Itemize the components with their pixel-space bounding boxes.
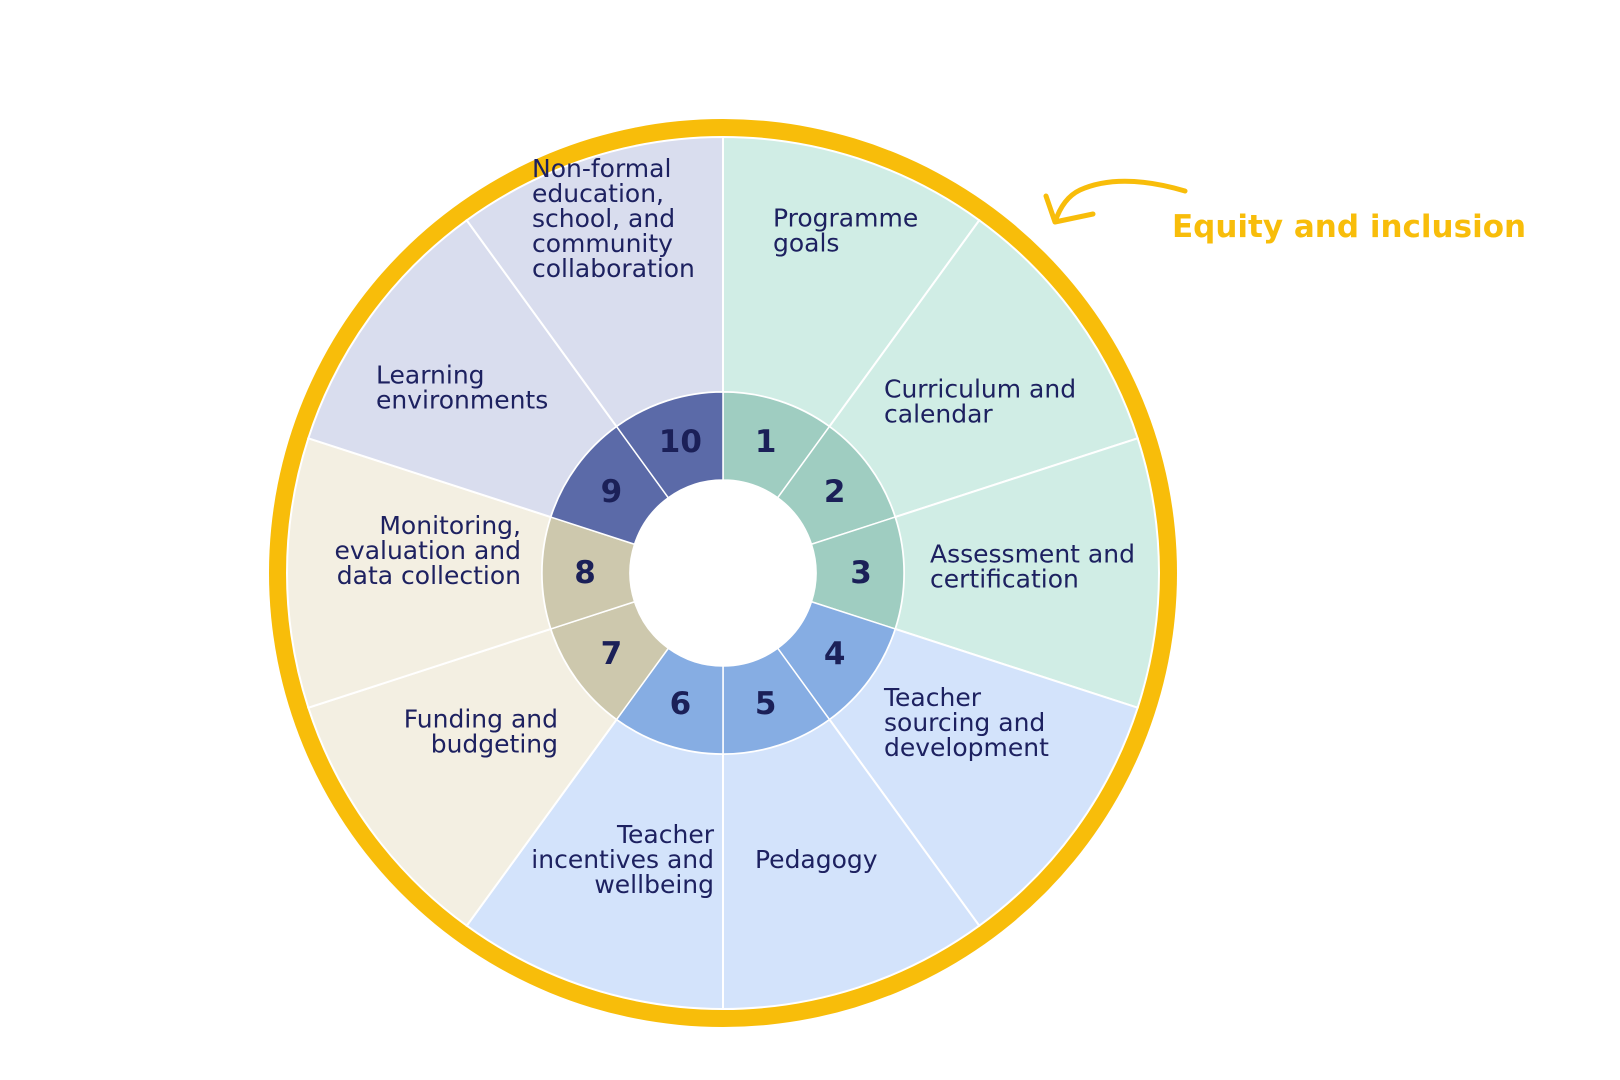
segment-number-3: 3 bbox=[850, 555, 872, 591]
curved-arrow-icon bbox=[1043, 178, 1188, 225]
segment-label-line: school, and bbox=[532, 204, 675, 233]
segment-number-2: 2 bbox=[824, 474, 846, 510]
segment-number-6: 6 bbox=[670, 686, 692, 722]
segment-label-line: sourcing and bbox=[884, 708, 1045, 737]
segment-number-1: 1 bbox=[755, 424, 777, 460]
segment-label-line: Monitoring, bbox=[379, 511, 521, 540]
inner-number-ring bbox=[541, 391, 905, 755]
segment-label-line: Learning bbox=[376, 361, 485, 390]
segment-label-line: Curriculum and bbox=[884, 375, 1076, 404]
segment-label-line: Teacher bbox=[616, 820, 715, 849]
center-hub bbox=[630, 480, 816, 666]
segment-label-line: goals bbox=[773, 229, 839, 258]
segment-label-line: incentives and bbox=[531, 845, 714, 874]
outer-segments bbox=[285, 135, 1160, 1011]
segment-number-8: 8 bbox=[574, 555, 596, 591]
segment-label-line: Pedagogy bbox=[755, 845, 878, 874]
segment-number-7: 7 bbox=[601, 636, 623, 672]
segment-number-5: 5 bbox=[755, 686, 777, 722]
segment-label-line: community bbox=[532, 229, 673, 258]
segment-label-line: education, bbox=[532, 179, 664, 208]
segment-number-4: 4 bbox=[824, 636, 846, 672]
segment-label-line: wellbeing bbox=[594, 870, 714, 899]
segment-label-5: Pedagogy bbox=[755, 845, 878, 874]
segment-label-line: development bbox=[884, 733, 1049, 762]
segment-label-line: Non-formal bbox=[532, 154, 671, 183]
equity-and-inclusion-label: Equity and inclusion bbox=[1172, 209, 1526, 245]
segment-label-line: certification bbox=[930, 565, 1079, 594]
segment-number-9: 9 bbox=[601, 474, 623, 510]
segment-label-line: budgeting bbox=[431, 730, 558, 759]
segment-label-line: Teacher bbox=[883, 683, 982, 712]
segment-numbers: 1 2 3 4 5 6 7 8 9 10 bbox=[574, 424, 872, 722]
segment-label-line: Assessment and bbox=[930, 540, 1135, 569]
segment-label-line: Funding and bbox=[404, 705, 558, 734]
segment-label-line: data collection bbox=[337, 561, 521, 590]
segment-label-line: calendar bbox=[884, 400, 993, 429]
segment-number-10: 10 bbox=[659, 424, 702, 460]
segment-label-line: collaboration bbox=[532, 254, 695, 283]
segment-label-line: Programme bbox=[773, 204, 918, 233]
segment-label-line: evaluation and bbox=[335, 536, 521, 565]
segment-label-line: environments bbox=[376, 386, 548, 415]
